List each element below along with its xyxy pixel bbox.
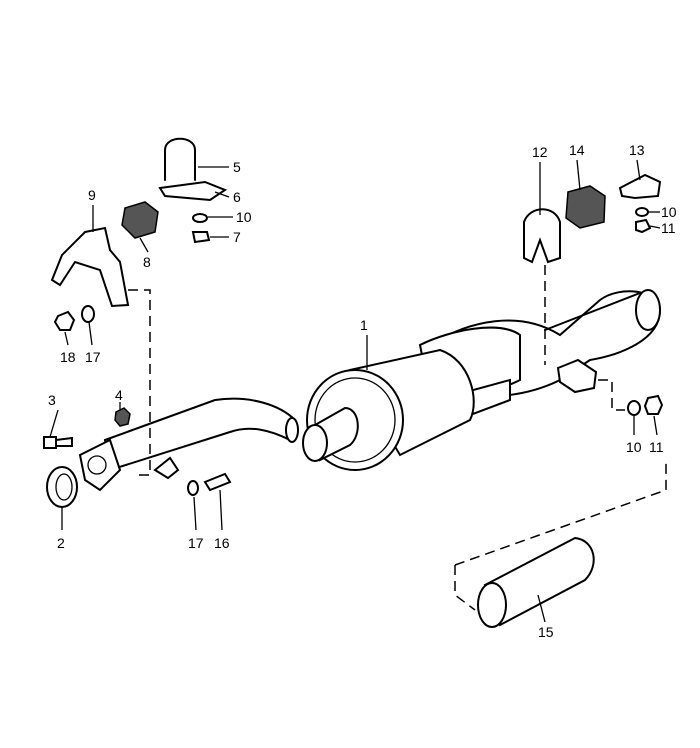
leader-lines <box>49 159 661 623</box>
callout-14: 14 <box>569 142 585 158</box>
part-15-tail-pipe <box>477 536 595 628</box>
part-11-nut-right <box>635 218 652 234</box>
callout-15: 15 <box>538 624 554 640</box>
callout-16: 16 <box>214 535 230 551</box>
part-9-bracket <box>50 226 130 308</box>
part-11-nut-lower <box>643 394 664 415</box>
callout-17: 17 <box>188 535 204 551</box>
part-6-clamp <box>158 180 228 202</box>
callout-labels: 1 2 3 4 5 6 7 8 9 10 10 10 11 11 12 13 1… <box>48 142 677 640</box>
callout-7: 7 <box>233 229 241 245</box>
callout-18: 18 <box>60 349 76 365</box>
part-1-muffler <box>302 289 662 471</box>
part-8-rubber-mount <box>121 201 159 239</box>
callout-3: 3 <box>48 392 56 408</box>
part-10-washer-lower <box>627 400 641 416</box>
part-18-nut <box>53 310 76 331</box>
callout-2: 2 <box>57 535 65 551</box>
muffler-bracket <box>556 358 598 394</box>
part-12-clamp-half <box>523 208 561 264</box>
callout-4: 4 <box>115 387 123 403</box>
part-front-pipe <box>78 397 299 492</box>
part-10-washer <box>192 213 208 223</box>
part-3-bolt <box>43 436 73 449</box>
part-17-washer-lower <box>187 480 199 496</box>
callout-11: 11 <box>661 220 676 236</box>
part-14-rubber-mount <box>565 185 606 229</box>
part-13-bracket <box>618 173 662 200</box>
callout-8: 8 <box>143 254 151 270</box>
callout-9: 9 <box>88 187 96 203</box>
callout-12: 12 <box>532 144 548 160</box>
part-7-nut <box>191 231 211 244</box>
part-17-washer <box>81 305 95 323</box>
part-2-gasket-ring <box>46 466 78 508</box>
part-5-u-bolt <box>164 137 196 181</box>
pipe-bracket <box>153 456 180 480</box>
part-4-nut <box>114 407 131 427</box>
callout-5: 5 <box>233 159 241 175</box>
callout-1: 1 <box>360 317 368 333</box>
part-16-bolt <box>203 472 232 492</box>
callout-13: 13 <box>629 142 645 158</box>
callout-10: 10 <box>236 209 252 225</box>
callout-6: 6 <box>233 189 241 205</box>
part-10-washer-right <box>635 207 649 217</box>
callout-10: 10 <box>661 204 677 220</box>
assembly-lines <box>128 265 667 611</box>
callout-17: 17 <box>85 349 101 365</box>
callout-11: 11 <box>649 439 664 455</box>
callout-10: 10 <box>626 439 642 455</box>
